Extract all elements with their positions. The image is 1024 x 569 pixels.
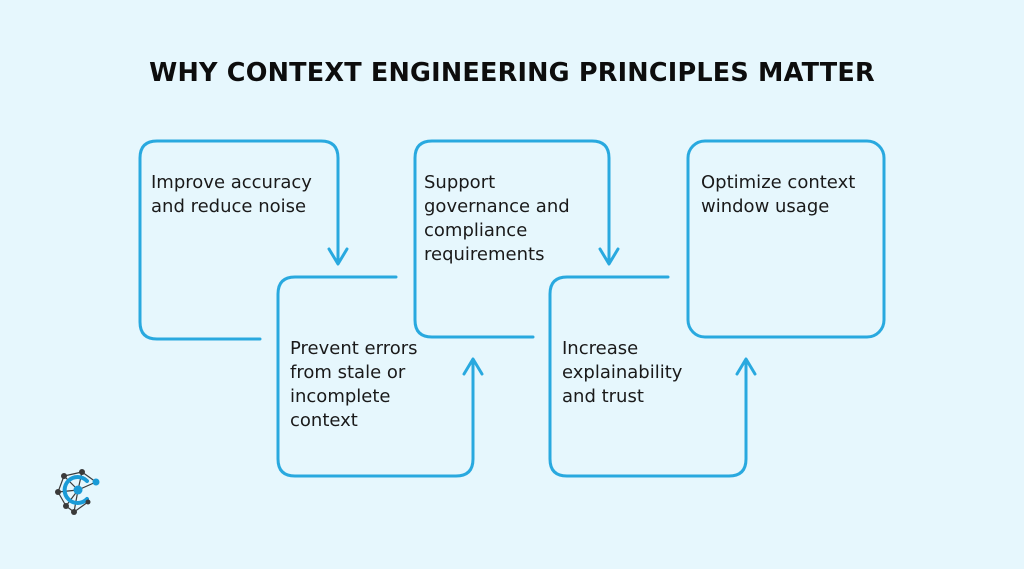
box-3-outline xyxy=(413,139,611,339)
page-title: WHY CONTEXT ENGINEERING PRINCIPLES MATTE… xyxy=(149,58,875,88)
arrow-up-icon xyxy=(462,357,484,376)
step-text-prevent-errors: Prevent errors from stale or incomplete … xyxy=(290,338,418,431)
arrow-up-icon xyxy=(735,357,757,376)
step-text-increase-explainability: Increase explainability and trust xyxy=(562,338,683,407)
box-5-outline xyxy=(686,139,886,339)
box-4-outline xyxy=(548,275,748,478)
step-text-improve-accuracy: Improve accuracy and reduce noise xyxy=(151,172,312,217)
arrow-down-icon xyxy=(327,247,349,266)
step-text-support-governance: Support governance and compliance requir… xyxy=(424,172,570,265)
box-1-outline xyxy=(138,139,340,341)
network-c-logo-icon xyxy=(55,469,100,515)
box-2-outline xyxy=(276,275,475,478)
step-text-optimize-context: Optimize context window usage xyxy=(701,172,856,217)
arrow-down-icon xyxy=(598,247,620,266)
